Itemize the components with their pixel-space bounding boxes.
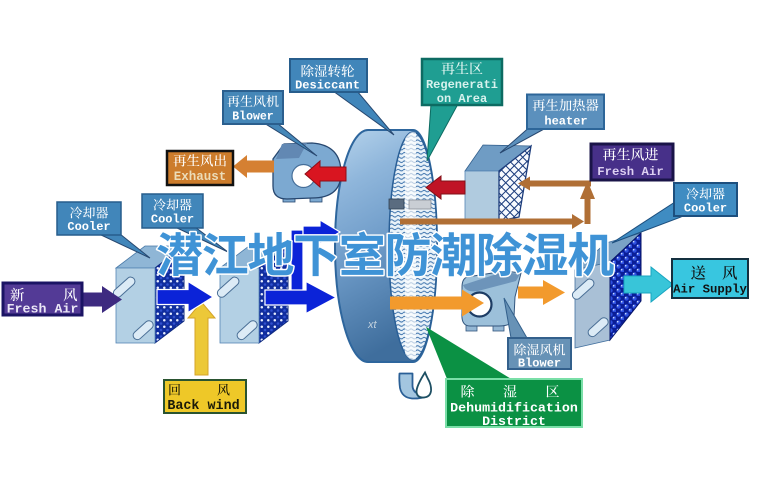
svg-text:Air Supply: Air Supply (673, 283, 747, 297)
svg-text:Cooler: Cooler (151, 213, 194, 227)
svg-text:Cooler: Cooler (684, 202, 727, 216)
svg-text:Blower: Blower (232, 111, 274, 124)
svg-text:on Area: on Area (437, 92, 487, 106)
svg-text:Fresh Air: Fresh Air (7, 302, 79, 317)
svg-text:Cooler: Cooler (67, 220, 110, 234)
svg-text:Blower: Blower (518, 357, 561, 371)
svg-text:Back wind: Back wind (167, 399, 239, 414)
svg-text:heater: heater (544, 115, 587, 129)
svg-text:xt: xt (367, 319, 378, 331)
svg-text:Regenerati: Regenerati (426, 78, 498, 92)
svg-text:District: District (482, 414, 546, 429)
svg-text:Fresh Air: Fresh Air (597, 165, 663, 179)
svg-text:Dehumidification: Dehumidification (450, 401, 578, 416)
svg-text:Desiccant: Desiccant (295, 79, 360, 93)
svg-text:Exhaust: Exhaust (174, 170, 227, 184)
